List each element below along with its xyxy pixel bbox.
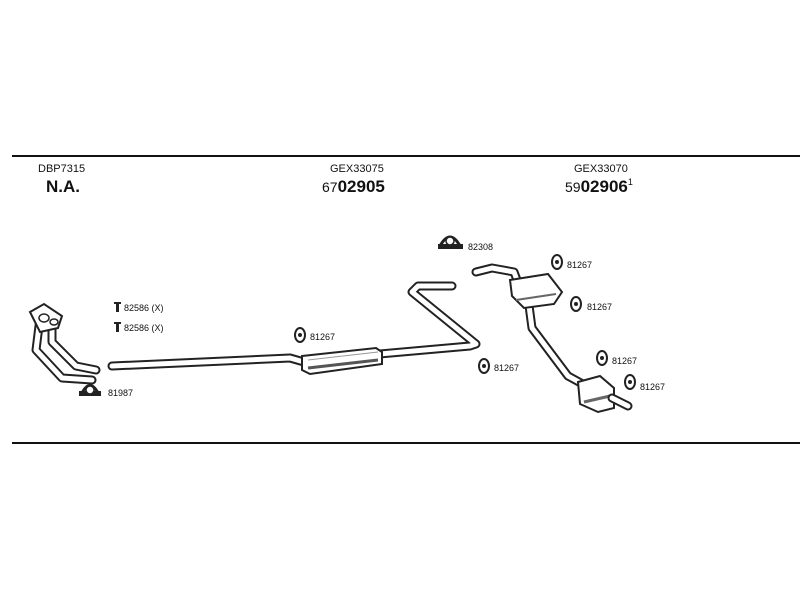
section-middle-silencer-header: GEX33075 6702905	[322, 163, 385, 196]
part-number: N.A.	[46, 177, 80, 196]
bolt-ref-1: 82586 (X)	[124, 303, 164, 313]
rubber-mount-icon	[294, 327, 306, 343]
part-number: 59029061	[565, 177, 633, 196]
part-prefix: 59	[565, 179, 581, 195]
part-main: 02906	[581, 177, 628, 196]
section-front-pipe-header: DBP7315 N.A.	[38, 163, 85, 196]
part-main: 02905	[338, 177, 385, 196]
part-number: 6702905	[322, 177, 385, 196]
rear-clamp-icon	[438, 235, 463, 249]
rubber-mount-icon	[551, 254, 563, 270]
rubber-mount-icon	[570, 296, 582, 312]
bolt-icon	[114, 322, 121, 332]
part-superscript: 1	[628, 177, 633, 187]
rubber-mount-icon	[596, 350, 608, 366]
section-code: GEX33070	[574, 163, 628, 175]
part-prefix: 67	[322, 179, 338, 195]
rubber-mount-icon	[624, 374, 636, 390]
rubber-mount-icon	[478, 358, 490, 374]
section-rear-silencer-header: GEX33070 59029061	[565, 163, 633, 196]
rubber-mount-ref-r2: 81267	[587, 302, 612, 312]
rubber-mount-ref-mid: 81267	[310, 332, 335, 342]
rear-silencer-drawing	[471, 263, 633, 414]
middle-silencer-drawing	[107, 281, 481, 376]
rubber-mount-ref-bend: 81267	[494, 363, 519, 373]
front-pipe-drawing	[28, 302, 101, 385]
rubber-mount-ref-r3: 81267	[612, 356, 637, 366]
rear-clamp-ref: 82308	[468, 242, 493, 252]
front-clamp-ref: 81987	[108, 388, 133, 398]
bolt-icon	[114, 302, 121, 312]
front-clamp-icon	[79, 384, 101, 396]
bolt-ref-2: 82586 (X)	[124, 323, 164, 333]
section-code: DBP7315	[38, 163, 85, 175]
section-code: GEX33075	[330, 163, 384, 175]
rubber-mount-ref-r1: 81267	[567, 260, 592, 270]
rubber-mount-ref-r4: 81267	[640, 382, 665, 392]
